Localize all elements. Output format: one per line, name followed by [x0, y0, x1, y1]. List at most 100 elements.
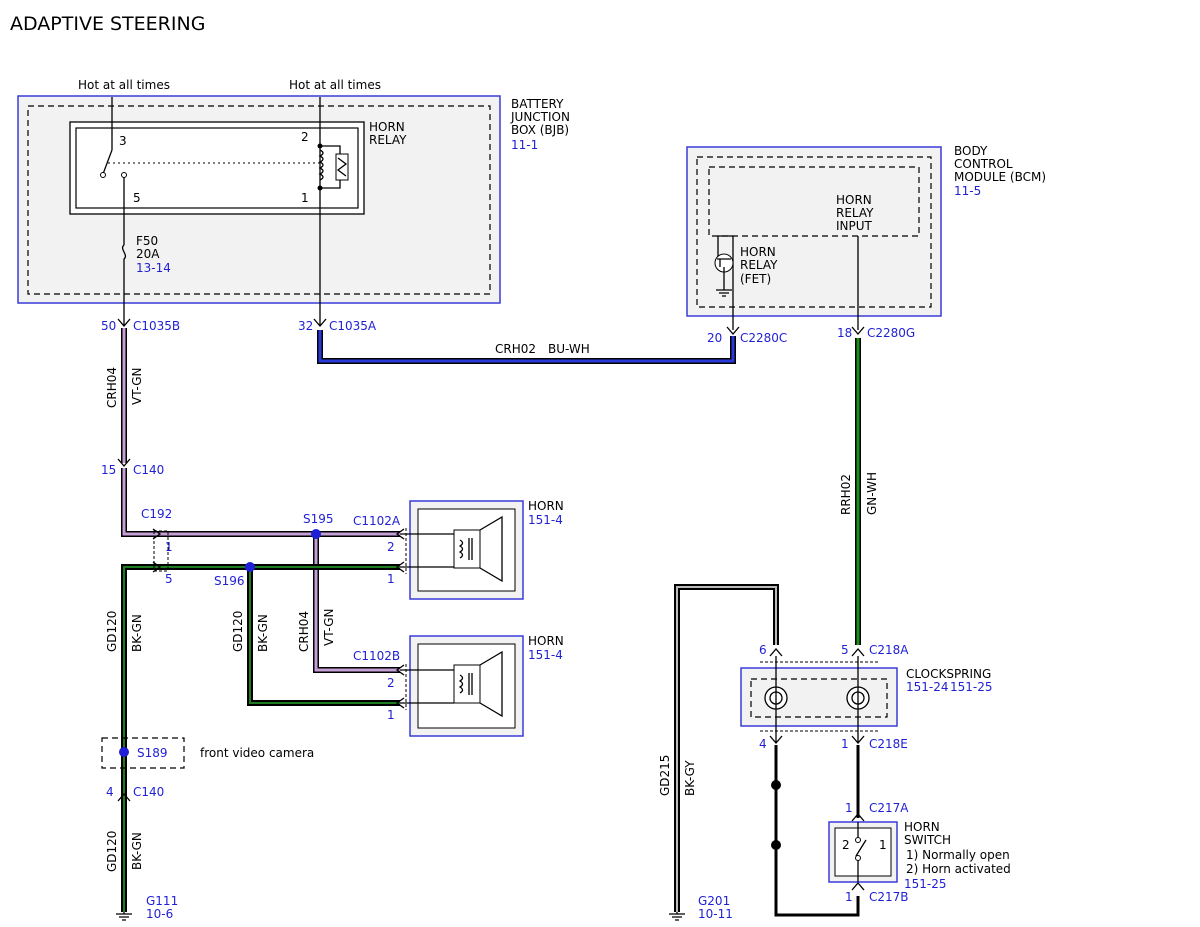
hornswitch-ref: 151-25 [904, 877, 947, 891]
fuse-f50-symbol [121, 244, 127, 325]
splice-s189 [119, 747, 129, 757]
fuse-rating: 20A [136, 247, 160, 261]
wire-crh04-color: VT-GN [130, 368, 144, 405]
c2280c-connector [726, 326, 740, 335]
c218e-connector [769, 735, 865, 744]
g201-label: G201 [698, 894, 730, 908]
clockspring-ref2: 151-25 [950, 680, 993, 694]
c140-pin-15: 15 [101, 463, 116, 477]
c1102a-pin-2: 2 [387, 540, 395, 554]
g111-label: G111 [146, 894, 178, 908]
bcm-input-line2: RELAY [836, 206, 874, 220]
s196-label: S196 [214, 574, 245, 588]
c192-connector-arrows [152, 528, 162, 573]
s195-label: S195 [303, 512, 334, 526]
c217b-connector [851, 882, 865, 891]
bcm-ref: 11-5 [954, 184, 981, 198]
splice-s196 [245, 562, 255, 572]
c217b-label: C217B [869, 890, 909, 904]
c192-label: C192 [141, 507, 172, 521]
g111-ref: 10-6 [146, 907, 173, 921]
hornswitch-note2: 2) Horn activated [906, 862, 1011, 876]
wire-crh04-horn2 [314, 534, 400, 672]
c218a-pin-6: 6 [759, 643, 767, 657]
bcm-inner-boundary [696, 156, 932, 308]
diagram-title: ADAPTIVE STEERING [10, 13, 205, 35]
c218e-label: C218E [869, 737, 908, 751]
bcm-fet-line1: HORN [740, 245, 776, 259]
c1035b-connector [117, 318, 131, 327]
c1102b-pin-1: 1 [387, 708, 395, 722]
c192-pin-1: 1 [165, 540, 173, 554]
horn2-ref: 151-4 [528, 648, 563, 662]
g201-ground-icon [669, 912, 685, 921]
bcm-input-boundary [708, 166, 920, 237]
wire-crh04-b-label: CRH04 [297, 611, 311, 652]
c1035a-connector [313, 318, 327, 327]
wire-gd120-horn2 [249, 567, 400, 704]
relay-label-line2: RELAY [369, 133, 407, 147]
relay-pin-2: 2 [301, 130, 309, 144]
hot-at-all-times-left: Hot at all times [78, 78, 170, 92]
c218a-connector [769, 648, 865, 657]
bcm-box [686, 146, 942, 317]
c1102a-label: C1102A [353, 514, 401, 528]
wire-crh04-label: CRH04 [105, 367, 119, 408]
wire-gd120-a-label: GD120 [105, 611, 119, 652]
wire-gd215 [676, 586, 777, 912]
hornswitch-pin-1: 1 [879, 838, 887, 852]
fuse-ref: 13-14 [136, 261, 171, 275]
c1035b-pin: 50 [101, 319, 116, 333]
clockspring-ref1: 151-24 [906, 680, 949, 694]
c140-connector-top [117, 458, 131, 467]
clockspring-label: CLOCKSPRING [906, 667, 991, 681]
wire-gd120-c-label: GD120 [105, 831, 119, 872]
relay-pin-1: 1 [301, 191, 309, 205]
bcm-input-line3: INPUT [836, 219, 873, 233]
c2280g-pin: 18 [837, 326, 852, 340]
hornswitch-pin-2: 2 [842, 838, 850, 852]
bjb-ref: 11-1 [511, 138, 538, 152]
c1035a-pin: 32 [298, 319, 313, 333]
horn1-ref: 151-4 [528, 513, 563, 527]
wire-rrh02-label: RRH02 [839, 474, 853, 515]
c1102b-connector-arrows [395, 664, 405, 709]
horn1-label: HORN [528, 499, 564, 513]
c140-pin-4: 4 [106, 785, 114, 799]
c1102a-connector-arrows [395, 528, 405, 573]
wire-crh04-horn [122, 468, 400, 536]
c218a-pin-5: 5 [841, 643, 849, 657]
clockspring-inner [750, 678, 888, 718]
horn2-speaker-icon [453, 650, 503, 718]
relay-pin-3: 3 [119, 134, 127, 148]
hot-at-all-times-right: Hot at all times [289, 78, 381, 92]
c2280g-connector [851, 326, 865, 335]
relay-label-line1: HORN [369, 120, 405, 134]
bcm-fet-line2: RELAY [740, 258, 778, 272]
wire-crh02 [318, 330, 735, 363]
c218e-pin-1: 1 [841, 737, 849, 751]
front-video-camera-label: front video camera [200, 746, 314, 760]
c140-label-top: C140 [133, 463, 164, 477]
c1102b-pin-2: 2 [387, 676, 395, 690]
hornswitch-contact-icon [855, 822, 867, 882]
c218a-label: C218A [869, 643, 909, 657]
s189-boundary [101, 737, 185, 769]
c217b-pin: 1 [845, 890, 853, 904]
hornswitch-inner [834, 827, 892, 877]
bcm-input-line1: HORN [836, 193, 872, 207]
wire-gd120 [123, 566, 400, 912]
c192-pin-5: 5 [165, 572, 173, 586]
wire-crh02-label: CRH02 [495, 342, 536, 356]
wire-gd120-b-color: BK-GN [256, 614, 270, 652]
c1102b-label: C1102B [353, 649, 400, 663]
horn1-leads [400, 533, 454, 568]
c1035b-label: C1035B [133, 319, 180, 333]
c217a-connector [851, 813, 865, 822]
c2280c-label: C2280C [740, 331, 787, 345]
wire-rrh02-color: GN-WH [865, 472, 879, 515]
c1102a-pin-1: 1 [387, 572, 395, 586]
relay-coil [317, 97, 349, 325]
c192-connector [153, 530, 169, 572]
